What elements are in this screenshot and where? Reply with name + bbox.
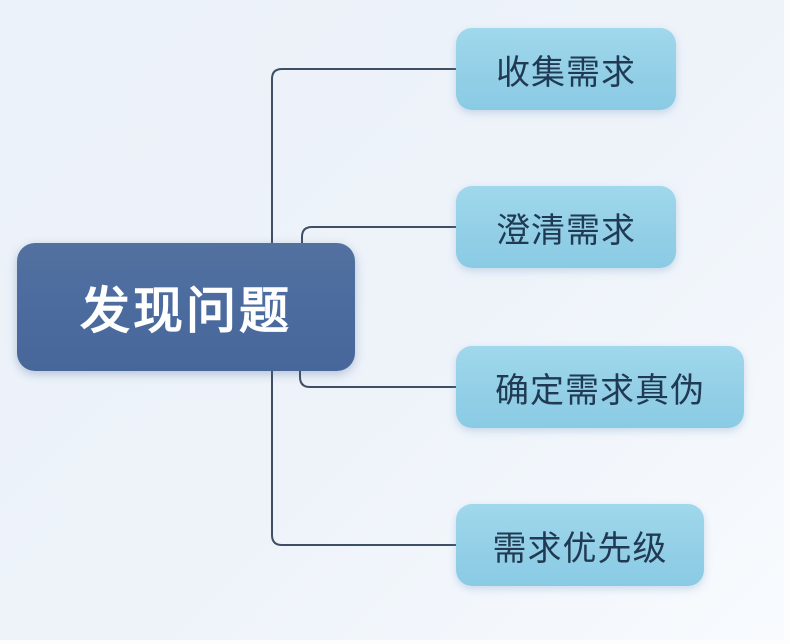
child-node-requirement-priority[interactable]: 需求优先级: [456, 504, 704, 586]
child-node-label: 确定需求真伪: [495, 371, 705, 410]
child-node-label: 需求优先级: [492, 529, 668, 568]
connector-root-to-child-3: [271, 370, 457, 546]
child-node-collect-requirements[interactable]: 收集需求: [456, 28, 676, 110]
child-node-label: 收集需求: [496, 53, 636, 92]
screenshot-edge-right: [784, 0, 790, 644]
connector-root-to-child-0: [271, 68, 457, 244]
child-node-verify-requirements[interactable]: 确定需求真伪: [456, 346, 744, 428]
child-node-label: 澄清需求: [496, 211, 636, 250]
child-node-clarify-requirements[interactable]: 澄清需求: [456, 186, 676, 268]
root-node-label: 发现问题: [80, 283, 292, 339]
connector-root-to-child-1: [301, 226, 457, 244]
root-node[interactable]: 发现问题: [17, 243, 355, 371]
connector-root-to-child-2: [299, 370, 457, 388]
screenshot-edge-bottom: [0, 640, 790, 644]
